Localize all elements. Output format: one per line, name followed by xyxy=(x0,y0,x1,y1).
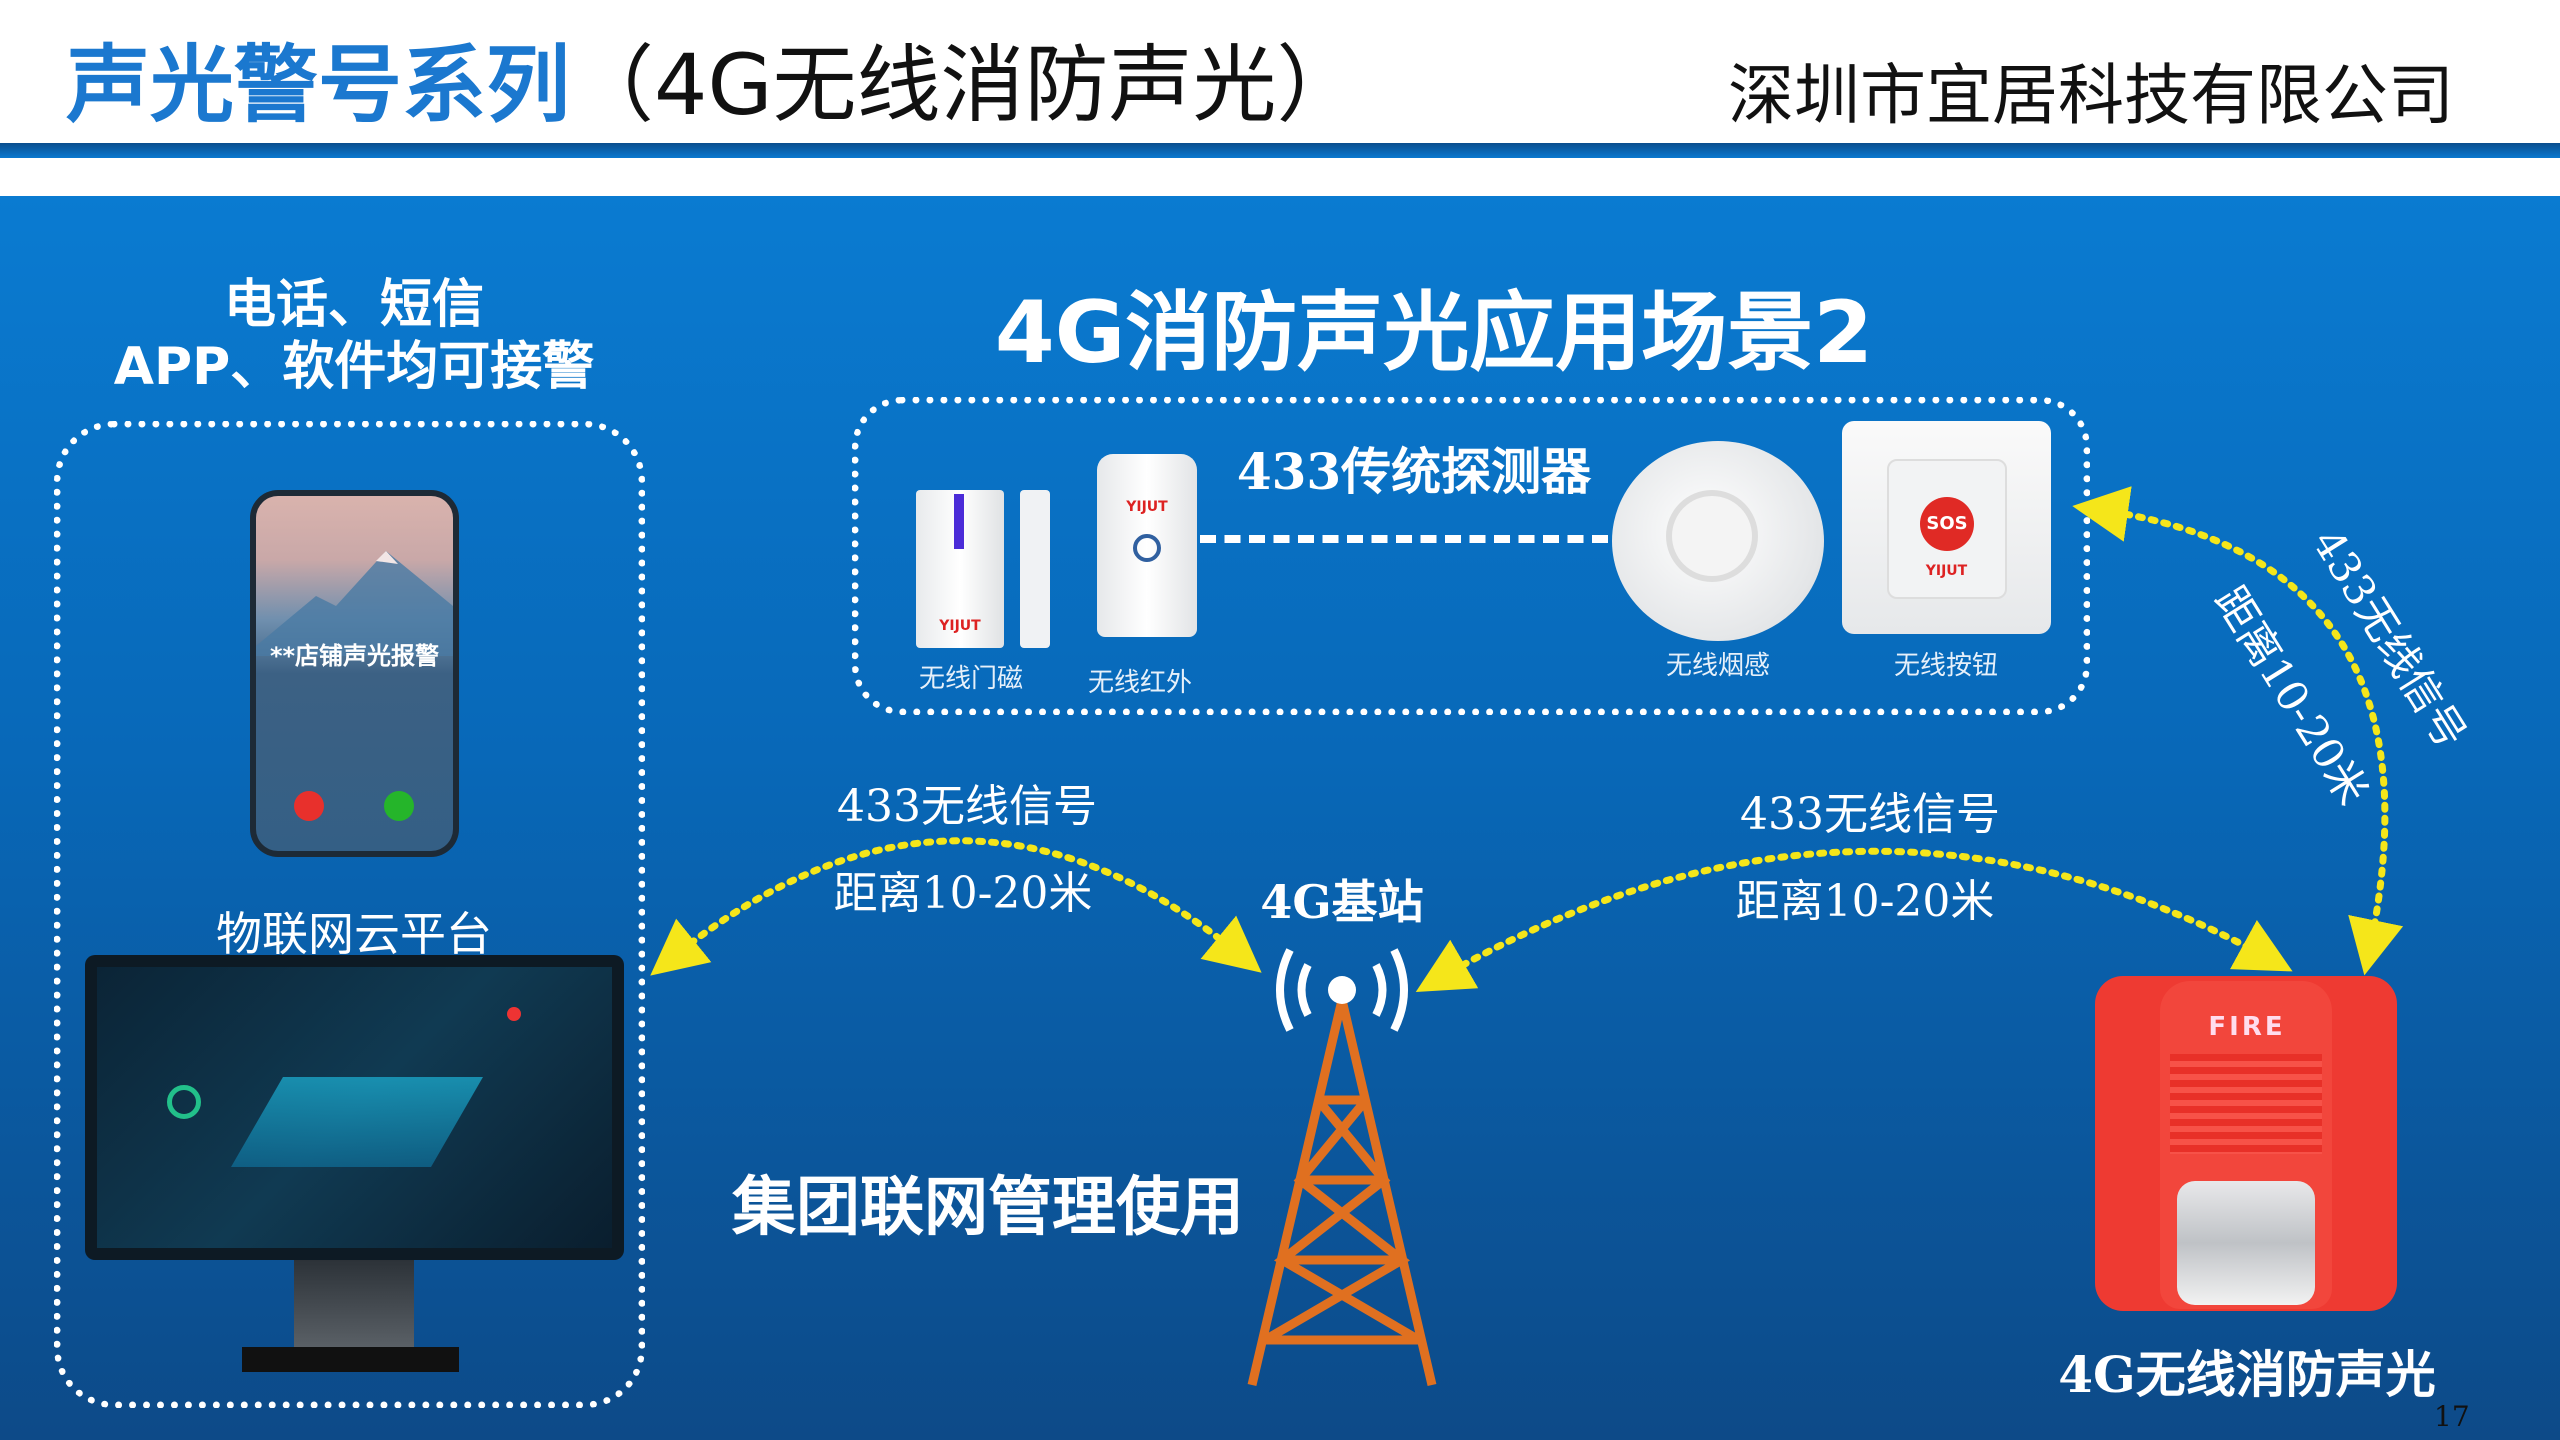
sos-button: SOS xyxy=(1920,497,1974,551)
signal-right-line2: 距离10-20米 xyxy=(1735,876,1995,927)
detector-label: 无线按钮 xyxy=(1893,651,1999,681)
dashboard-screen xyxy=(97,967,612,1248)
mountain-wallpaper xyxy=(256,551,453,656)
signal-right-line1: 433无线信号 xyxy=(1740,789,2000,840)
brand-mark: YIJUT xyxy=(1126,499,1168,515)
group-management-label: 集团联网管理使用 xyxy=(732,1171,1244,1245)
base-station-label: 4G基站 xyxy=(1260,875,1424,929)
signal-arrow-diagonal xyxy=(2072,486,2404,976)
page-number: 17 xyxy=(2434,1400,2470,1433)
monitor xyxy=(85,955,624,1260)
header-divider xyxy=(0,143,2560,158)
door-sensor-image: YIJUT xyxy=(916,490,1004,648)
brand-mark: YIJUT xyxy=(939,618,981,634)
detector-group-label: 433传统探测器 xyxy=(1236,442,1592,501)
connector-line xyxy=(1200,535,1608,543)
alert-channels-line1: 电话、短信 xyxy=(223,275,485,335)
radio-waves-icon xyxy=(1276,948,1408,1032)
alarm-label: 4G无线消防声光 xyxy=(2058,1345,2436,1404)
monitor-stand xyxy=(294,1260,414,1347)
monitor-base xyxy=(242,1347,459,1372)
signal-left-line1: 433无线信号 xyxy=(837,781,1097,832)
company-name: 深圳市宜居科技有限公司 xyxy=(1728,57,2454,134)
tower-icon xyxy=(1247,998,1437,1387)
fire-alarm-image: FIRE xyxy=(2095,976,2397,1311)
alert-channels-line2: APP、软件均可接警 xyxy=(113,337,595,397)
scenario-heading: 4G消防声光应用场景2 xyxy=(994,283,1874,383)
brand-mark: YIJUT xyxy=(1925,563,1968,579)
pir-sensor-image: YIJUT xyxy=(1097,454,1197,637)
decline-call-icon[interactable] xyxy=(294,791,324,821)
detector-label: 无线门磁 xyxy=(918,664,1024,694)
page-title: 声光警号系列（4G无线消防声光） xyxy=(66,30,1361,140)
sos-button-image: SOS YIJUT xyxy=(1842,421,2051,634)
signal-left-line2: 距离10-20米 xyxy=(833,868,1093,919)
caller-name: **店铺声光报警 xyxy=(269,642,440,670)
client-group-box xyxy=(54,421,645,1408)
detector-label: 无线烟感 xyxy=(1665,651,1771,681)
phone: **店铺声光报警 xyxy=(250,490,459,857)
smoke-detector-image xyxy=(1612,441,1824,641)
title-subtitle: （4G无线消防声光） xyxy=(570,36,1361,134)
cloud-platform-label: 物联网云平台 xyxy=(216,907,492,961)
detector-label: 无线红外 xyxy=(1087,668,1193,698)
signal-arrow-left xyxy=(650,837,1262,976)
fire-label: FIRE xyxy=(2208,1012,2286,1042)
antenna-dot xyxy=(1328,976,1356,1004)
accept-call-icon[interactable] xyxy=(384,791,414,821)
title-series: 声光警号系列 xyxy=(66,36,571,134)
door-magnet-image xyxy=(1020,490,1050,648)
